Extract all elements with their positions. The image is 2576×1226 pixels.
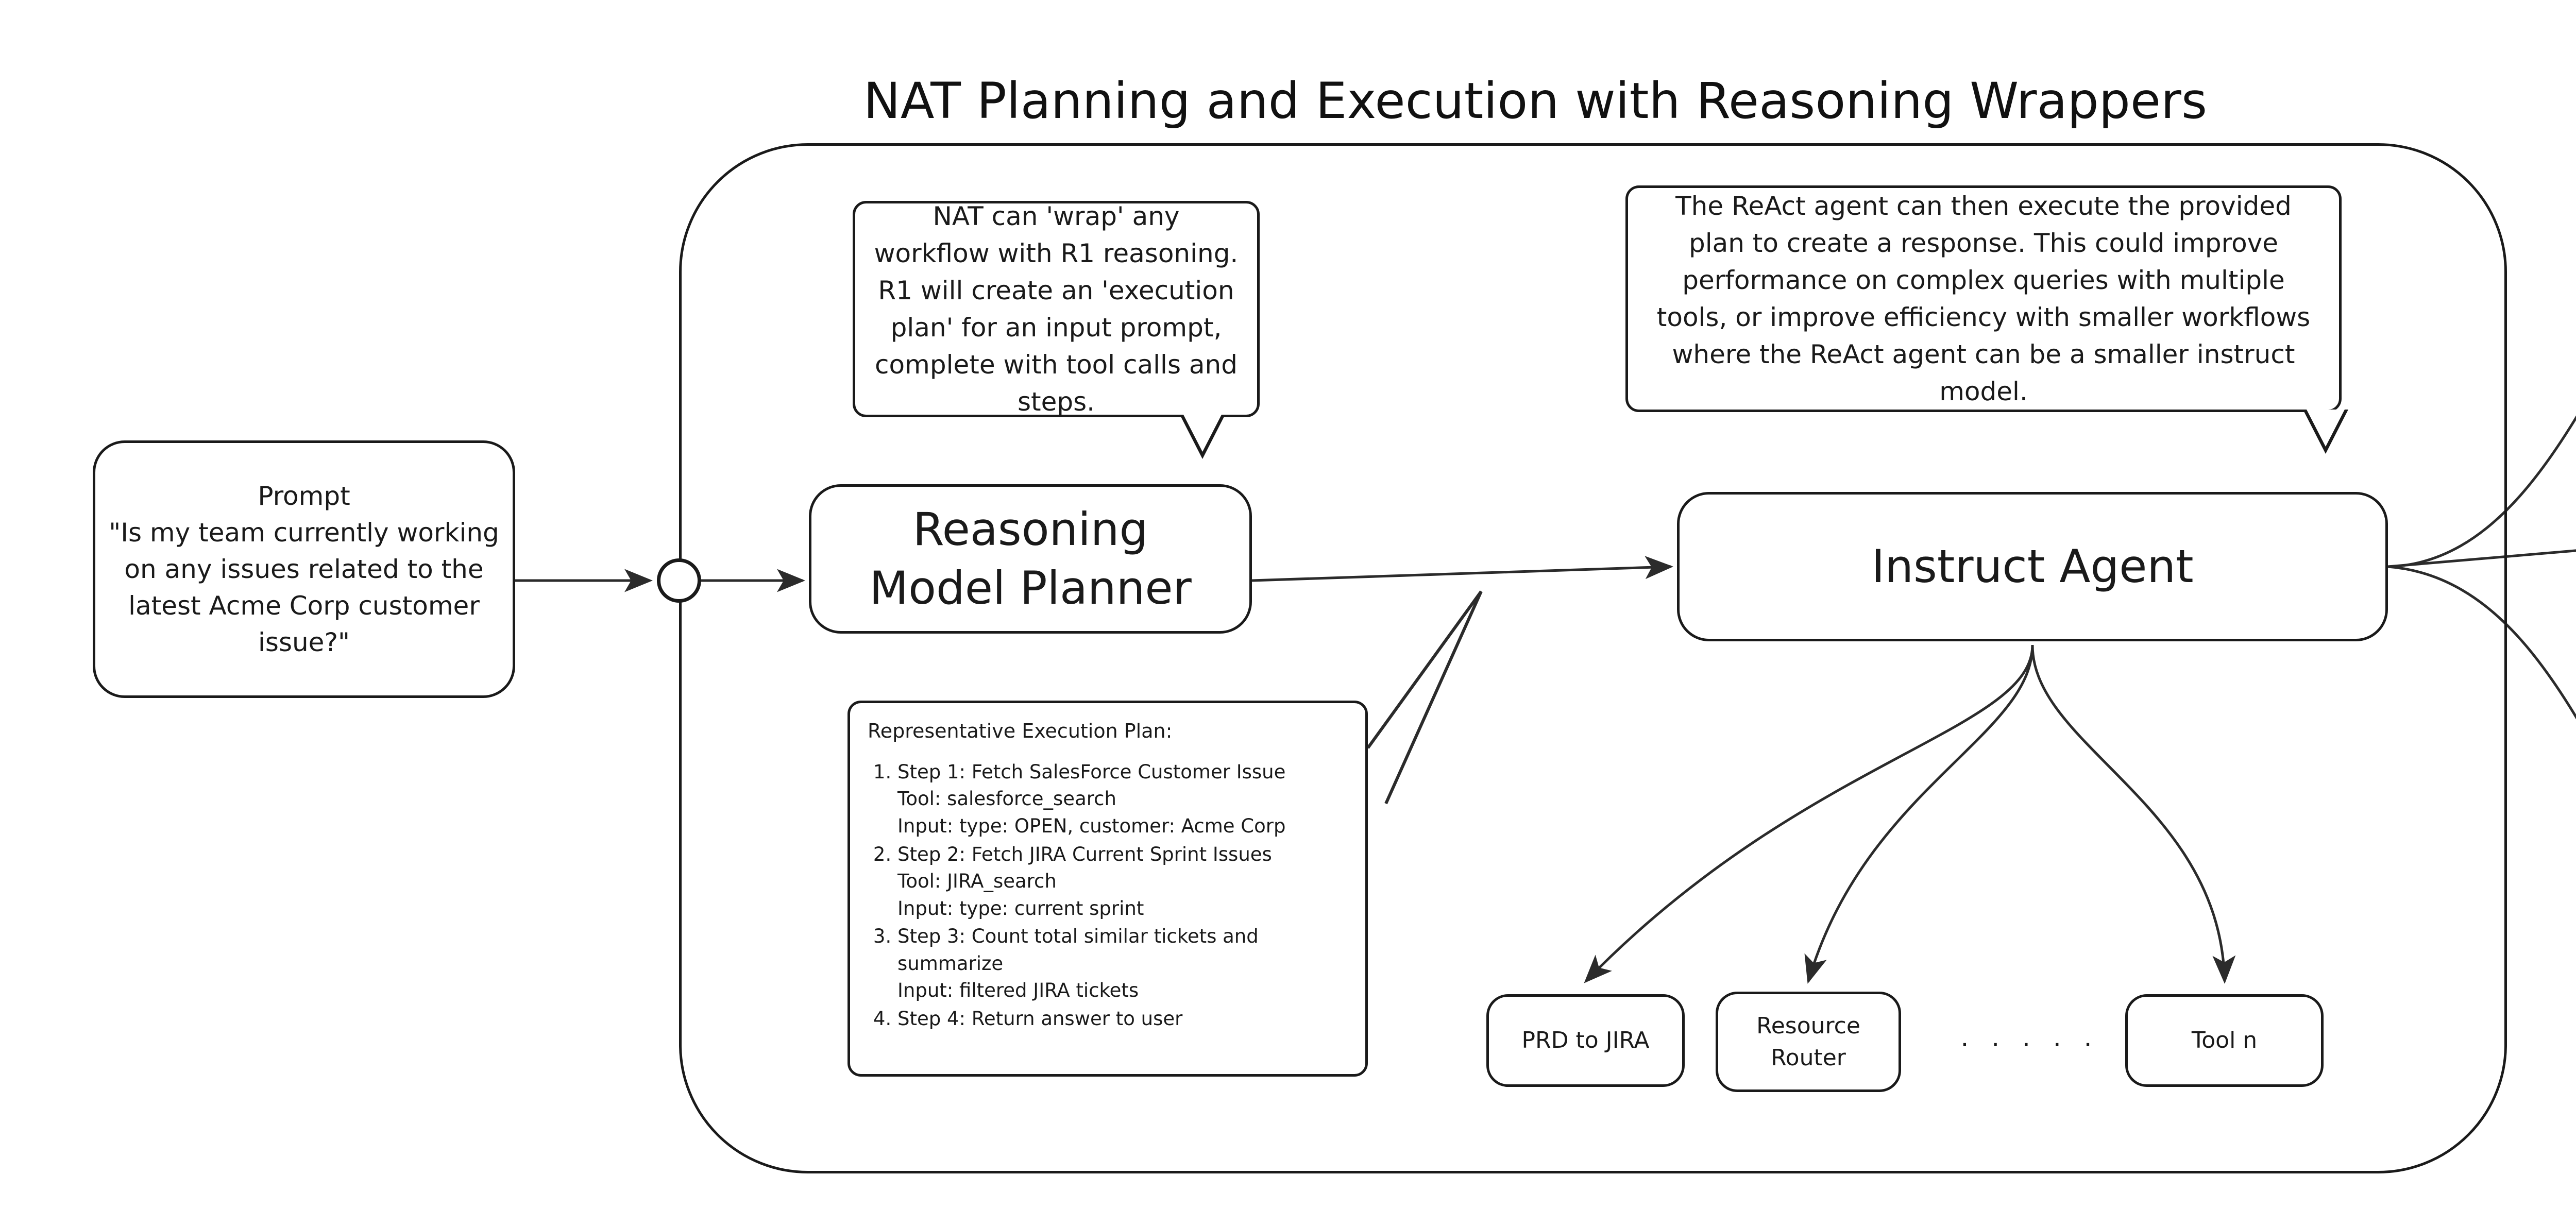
planner-line-1: Reasoning <box>912 502 1148 556</box>
plan-step-item: Step 1: Fetch SalesForce Customer Issue … <box>897 759 1350 840</box>
tool-node-prd-to-jira: PRD to JIRA <box>1486 994 1685 1087</box>
tool-label-line-2: Router <box>1771 1044 1846 1071</box>
reasoning-model-planner-node: Reasoning Model Planner <box>809 484 1252 634</box>
tools-ellipsis: . . . . . <box>1960 1023 2099 1052</box>
callout-react-tail <box>2303 410 2348 454</box>
plan-step-title: Step 3: Count total similar tickets and … <box>897 925 1259 975</box>
tool-label: PRD to JIRA <box>1521 1027 1650 1054</box>
plan-step-list: Step 1: Fetch SalesForce Customer Issue … <box>868 759 1350 1032</box>
plan-step-tool: Tool: JIRA_search <box>897 870 1057 893</box>
prompt-label: Prompt <box>258 481 350 511</box>
plan-step-item: Step 4: Return answer to user <box>897 1006 1350 1033</box>
page-title: NAT Planning and Execution with Reasonin… <box>863 72 2208 130</box>
instruct-agent-label: Instruct Agent <box>1871 539 2194 593</box>
instruct-agent-node: Instruct Agent <box>1677 492 2388 641</box>
representative-execution-plan-box: Representative Execution Plan: Step 1: F… <box>848 701 1368 1077</box>
plan-step-input: Input: filtered JIRA tickets <box>897 979 1139 1002</box>
tool-label-line-1: Resource <box>1756 1012 1860 1039</box>
plan-step-title: Step 2: Fetch JIRA Current Sprint Issues <box>897 843 1272 865</box>
callout-nat-wrapping: NAT can 'wrap' any workflow with R1 reas… <box>853 201 1260 417</box>
plan-step-title: Step 4: Return answer to user <box>897 1007 1183 1030</box>
plan-step-input: Input: type: current sprint <box>897 897 1144 919</box>
planner-line-2: Model Planner <box>869 561 1192 615</box>
callout-react-agent: The ReAct agent can then execute the pro… <box>1625 185 2342 412</box>
callout-nat-text: NAT can 'wrap' any workflow with R1 reas… <box>874 201 1239 417</box>
tool-node-resource-router: Resource Router <box>1716 992 1901 1092</box>
tool-label: Tool n <box>2191 1027 2258 1054</box>
plan-step-tool: Tool: salesforce_search <box>897 788 1116 810</box>
entry-junction-node <box>657 558 701 603</box>
callout-react-text: The ReAct agent can then execute the pro… <box>1656 191 2311 406</box>
prompt-node: Prompt "Is my team currently working on … <box>93 440 515 698</box>
plan-step-input: Input: type: OPEN, customer: Acme Corp <box>897 815 1286 838</box>
plan-step-title: Step 1: Fetch SalesForce Customer Issue <box>897 760 1286 783</box>
prompt-text: "Is my team currently working on any iss… <box>109 517 499 657</box>
plan-title: Representative Execution Plan: <box>868 720 1173 742</box>
callout-nat-tail <box>1180 415 1225 459</box>
plan-step-item: Step 2: Fetch JIRA Current Sprint Issues… <box>897 841 1350 923</box>
plan-step-item: Step 3: Count total similar tickets and … <box>897 923 1350 1004</box>
tool-node-tool-n: Tool n <box>2125 994 2324 1087</box>
